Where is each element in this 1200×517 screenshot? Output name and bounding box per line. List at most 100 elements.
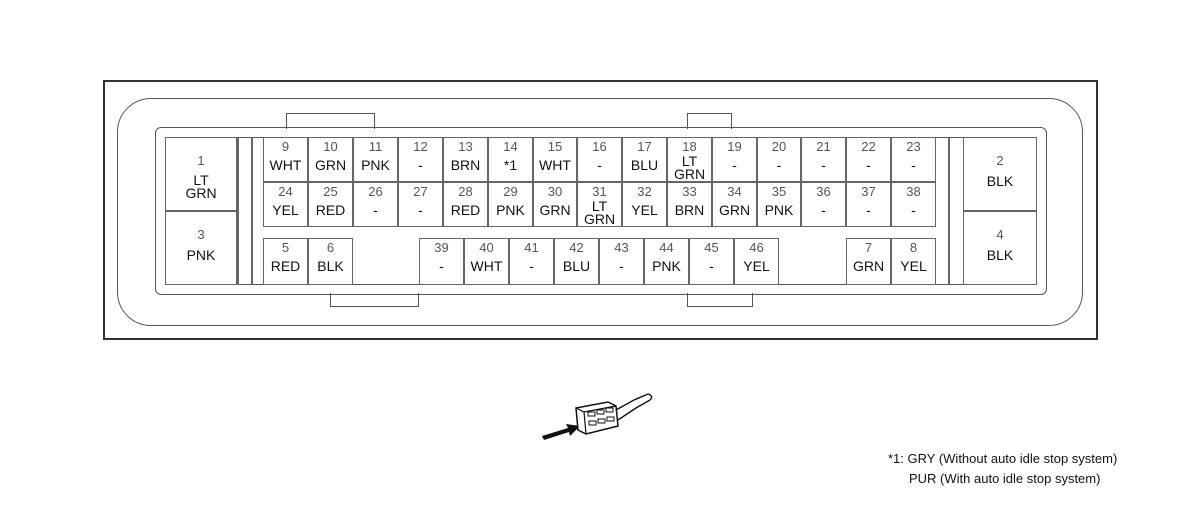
connector-harness-icon (542, 393, 653, 440)
terminal-cavity-14: 14*1 (488, 137, 533, 182)
wire-color: BLK (986, 173, 1014, 189)
terminal-number: 27 (413, 184, 428, 199)
wire-color: - (597, 157, 602, 173)
terminal-number: 11 (368, 139, 383, 154)
terminal-number: 2 (996, 153, 1004, 168)
terminal-number: 3 (197, 227, 205, 242)
wire-color: - (709, 258, 714, 274)
terminal-number: 16 (592, 139, 607, 154)
terminal-number: 20 (771, 139, 787, 154)
wire-color: BLU (630, 157, 659, 173)
terminal-number: 8 (909, 240, 918, 255)
terminal-number: 31 (592, 184, 607, 199)
wire-color: BLU (562, 258, 591, 274)
terminal-number: 42 (569, 240, 584, 255)
wire-color: GRN (718, 202, 751, 218)
terminal-number: 12 (413, 139, 428, 154)
wire-color: - (776, 157, 782, 173)
terminal-number: 4 (996, 227, 1004, 242)
lock-tab-top-right (687, 113, 732, 129)
wire-color: - (439, 258, 444, 274)
terminal-number: 15 (547, 139, 563, 154)
terminal-number: 41 (524, 240, 539, 255)
terminal-number: 34 (727, 184, 742, 199)
terminal-cavity-43: 43- (599, 238, 644, 285)
terminal-cavity-21: 21 - (801, 137, 846, 182)
wire-color: - (529, 258, 534, 274)
terminal-number: 33 (682, 184, 697, 199)
terminal-number: 19 (727, 139, 742, 154)
terminal-cavity-36: 36 - (801, 182, 846, 227)
connector-face (155, 127, 1047, 295)
guide-line-left-2 (251, 137, 253, 285)
wire-color: - (418, 202, 423, 218)
wire-color: - (821, 202, 826, 218)
footnote-line-1: *1: GRY (Without auto idle stop system) (888, 451, 1118, 466)
terminal-number: 9 (281, 139, 290, 154)
wire-color: BRN (450, 157, 481, 173)
wire-color: - (619, 258, 624, 274)
wire-color: - (821, 157, 826, 173)
terminal-number: 36 (816, 184, 831, 199)
terminal-number: 25 (323, 184, 338, 199)
terminal-number: 17 (637, 139, 652, 154)
wire-color: PNK (764, 202, 794, 218)
wire-color: PNK (186, 247, 216, 263)
footnote-line-2: PUR (With auto idle stop system) (909, 471, 1101, 486)
wire-color: PNK (496, 202, 525, 218)
terminal-cavity-20: 20 - (757, 137, 801, 182)
terminal-number: 37 (861, 184, 876, 199)
wire-color: GRN (852, 258, 885, 274)
terminal-number: 26 (368, 184, 383, 199)
terminal-number: 21 (816, 139, 831, 154)
terminal-number: 14 (503, 139, 518, 154)
terminal-number: 39 (434, 240, 449, 255)
terminal-cavity-37: 37 - (846, 182, 891, 227)
wire-color: LT GRN (583, 198, 616, 227)
wire-color: - (418, 157, 423, 173)
terminal-number: 46 (749, 240, 764, 255)
terminal-number: 38 (906, 184, 921, 199)
wire-color: LT GRN (185, 172, 217, 201)
wire-color: YEL (900, 258, 927, 274)
terminal-number: 24 (278, 184, 293, 199)
terminal-cavity-38: 38 - (891, 182, 936, 227)
wire-color: BRN (674, 202, 705, 218)
terminal-number: 28 (458, 184, 473, 199)
wire-color: LT GRN (673, 153, 706, 182)
terminal-number: 1 (197, 153, 205, 168)
terminal-number: 13 (458, 139, 473, 154)
terminal-cavity-23: 23- (891, 137, 936, 182)
terminal-number: 40 (479, 240, 494, 255)
terminal-cavity-19: 19- (712, 137, 757, 182)
wire-color: - (866, 202, 871, 218)
wire-color: - (911, 202, 916, 218)
lock-tab-top-left (286, 113, 375, 129)
terminal-number: 30 (547, 184, 563, 199)
wire-color: PNK (652, 258, 681, 274)
terminal-cavity-27: 27 - (398, 182, 443, 227)
terminal-number: 5 (281, 240, 290, 255)
guide-line-left (237, 137, 239, 285)
terminal-cavity-1: 1 LT GRN (165, 137, 237, 211)
wire-color: BLK (317, 258, 344, 274)
